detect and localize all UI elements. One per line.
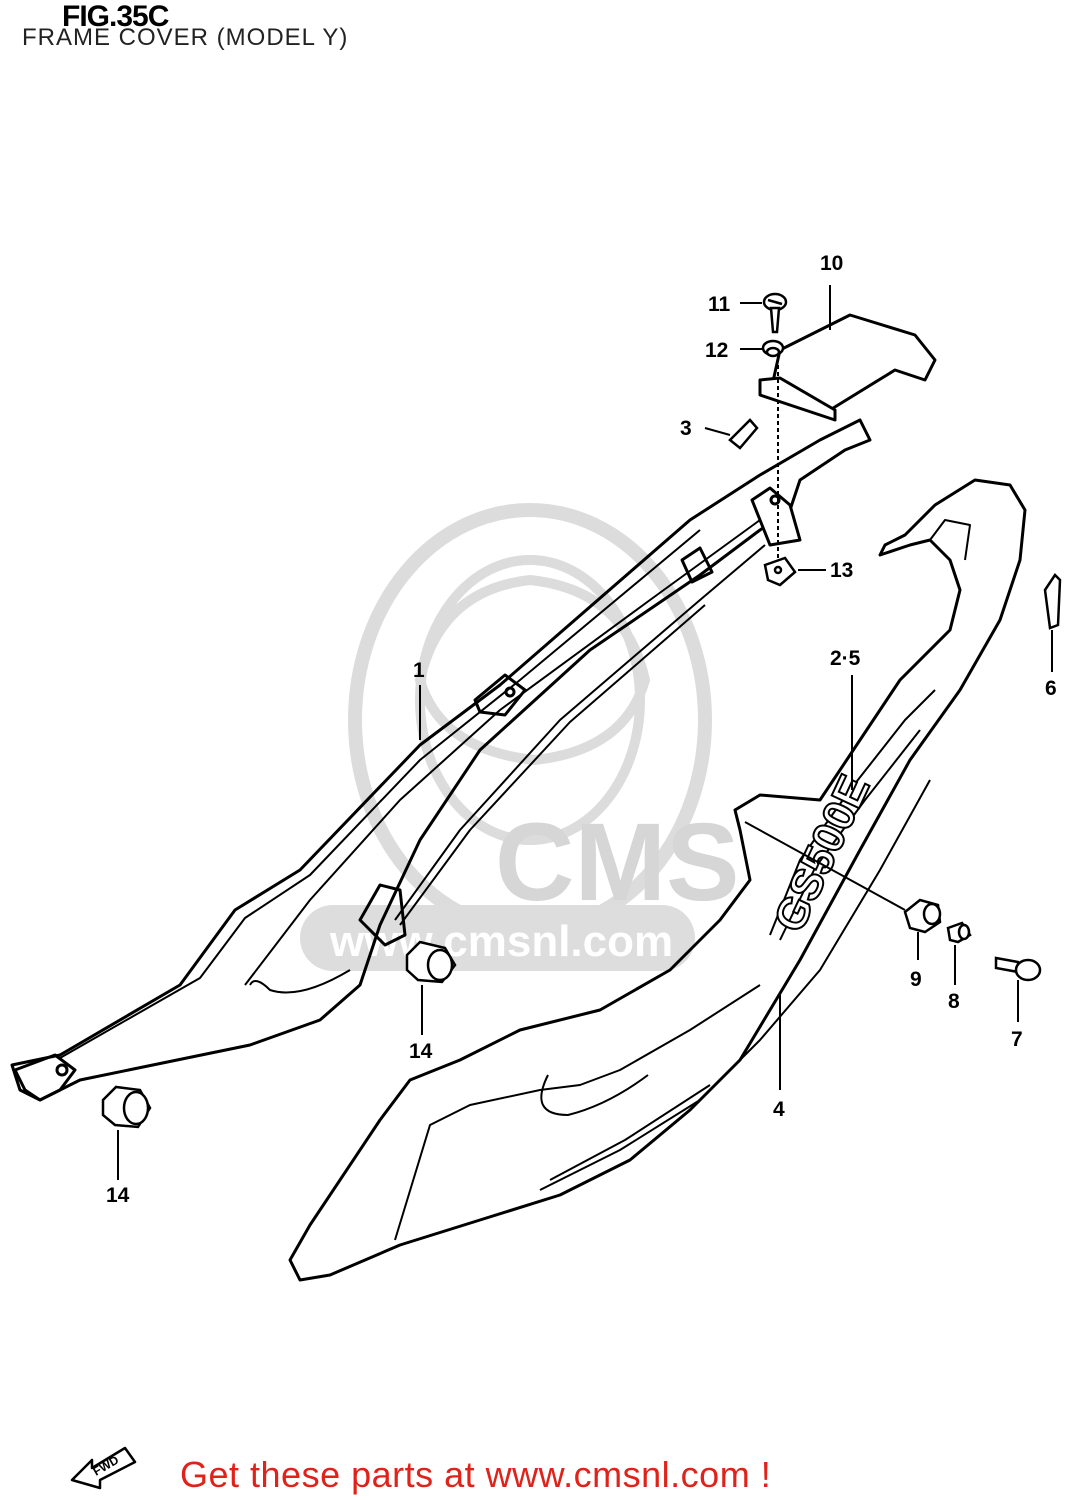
callout-4: 4 [773, 1098, 785, 1121]
clip-3 [728, 418, 759, 450]
frame-cover-left [10, 418, 872, 1102]
callout-3: 3 [680, 417, 692, 440]
watermark-url: www.cmsnl.com [329, 917, 673, 966]
callout-2-5: 2·5 [830, 647, 861, 670]
footer-shop-link[interactable]: Get these parts at www.cmsnl.com ! [180, 1454, 772, 1495]
callout-labels: 10 11 12 3 13 2·5 6 1 9 8 7 4 14 14 [106, 252, 1057, 1207]
cushion-14-lower [101, 1085, 152, 1129]
forward-arrow-icon: FWD [70, 1446, 137, 1490]
nut-13 [763, 556, 797, 587]
collar-8 [946, 921, 972, 944]
callout-6: 6 [1045, 677, 1057, 700]
screw-11 [762, 292, 788, 334]
callout-11: 11 [708, 293, 731, 316]
parts-diagram: CMS www.cmsnl.com GS500E [10, 252, 1062, 1282]
callout-14-lower: 14 [106, 1184, 130, 1207]
watermark-text: CMS www.cmsnl.com [300, 801, 739, 971]
callout-14-upper: 14 [409, 1040, 433, 1063]
leader-lines [117, 285, 1053, 1180]
frame-cover-right [288, 478, 1027, 1282]
watermark-inner-ring [415, 555, 645, 845]
cushion-9 [903, 898, 942, 934]
callout-10: 10 [820, 252, 843, 275]
callout-8: 8 [948, 990, 960, 1013]
callout-1: 1 [413, 659, 425, 682]
grommet-12 [761, 339, 785, 358]
callout-9: 9 [910, 968, 922, 991]
watermark-helmet [414, 574, 651, 766]
watermark-brand: CMS [495, 801, 739, 924]
bolt-7 [994, 956, 1042, 982]
figure-subtitle: FRAME COVER (MODEL Y) [22, 24, 349, 51]
cushion-14-upper [405, 940, 457, 984]
watermark-banner [300, 905, 695, 971]
callout-13: 13 [830, 559, 853, 582]
callout-12: 12 [705, 339, 728, 362]
decal-text: GS500E [765, 768, 880, 939]
clip-6 [1043, 573, 1062, 630]
callout-7: 7 [1011, 1028, 1023, 1051]
figure-title: FIG.35C [62, 0, 169, 33]
